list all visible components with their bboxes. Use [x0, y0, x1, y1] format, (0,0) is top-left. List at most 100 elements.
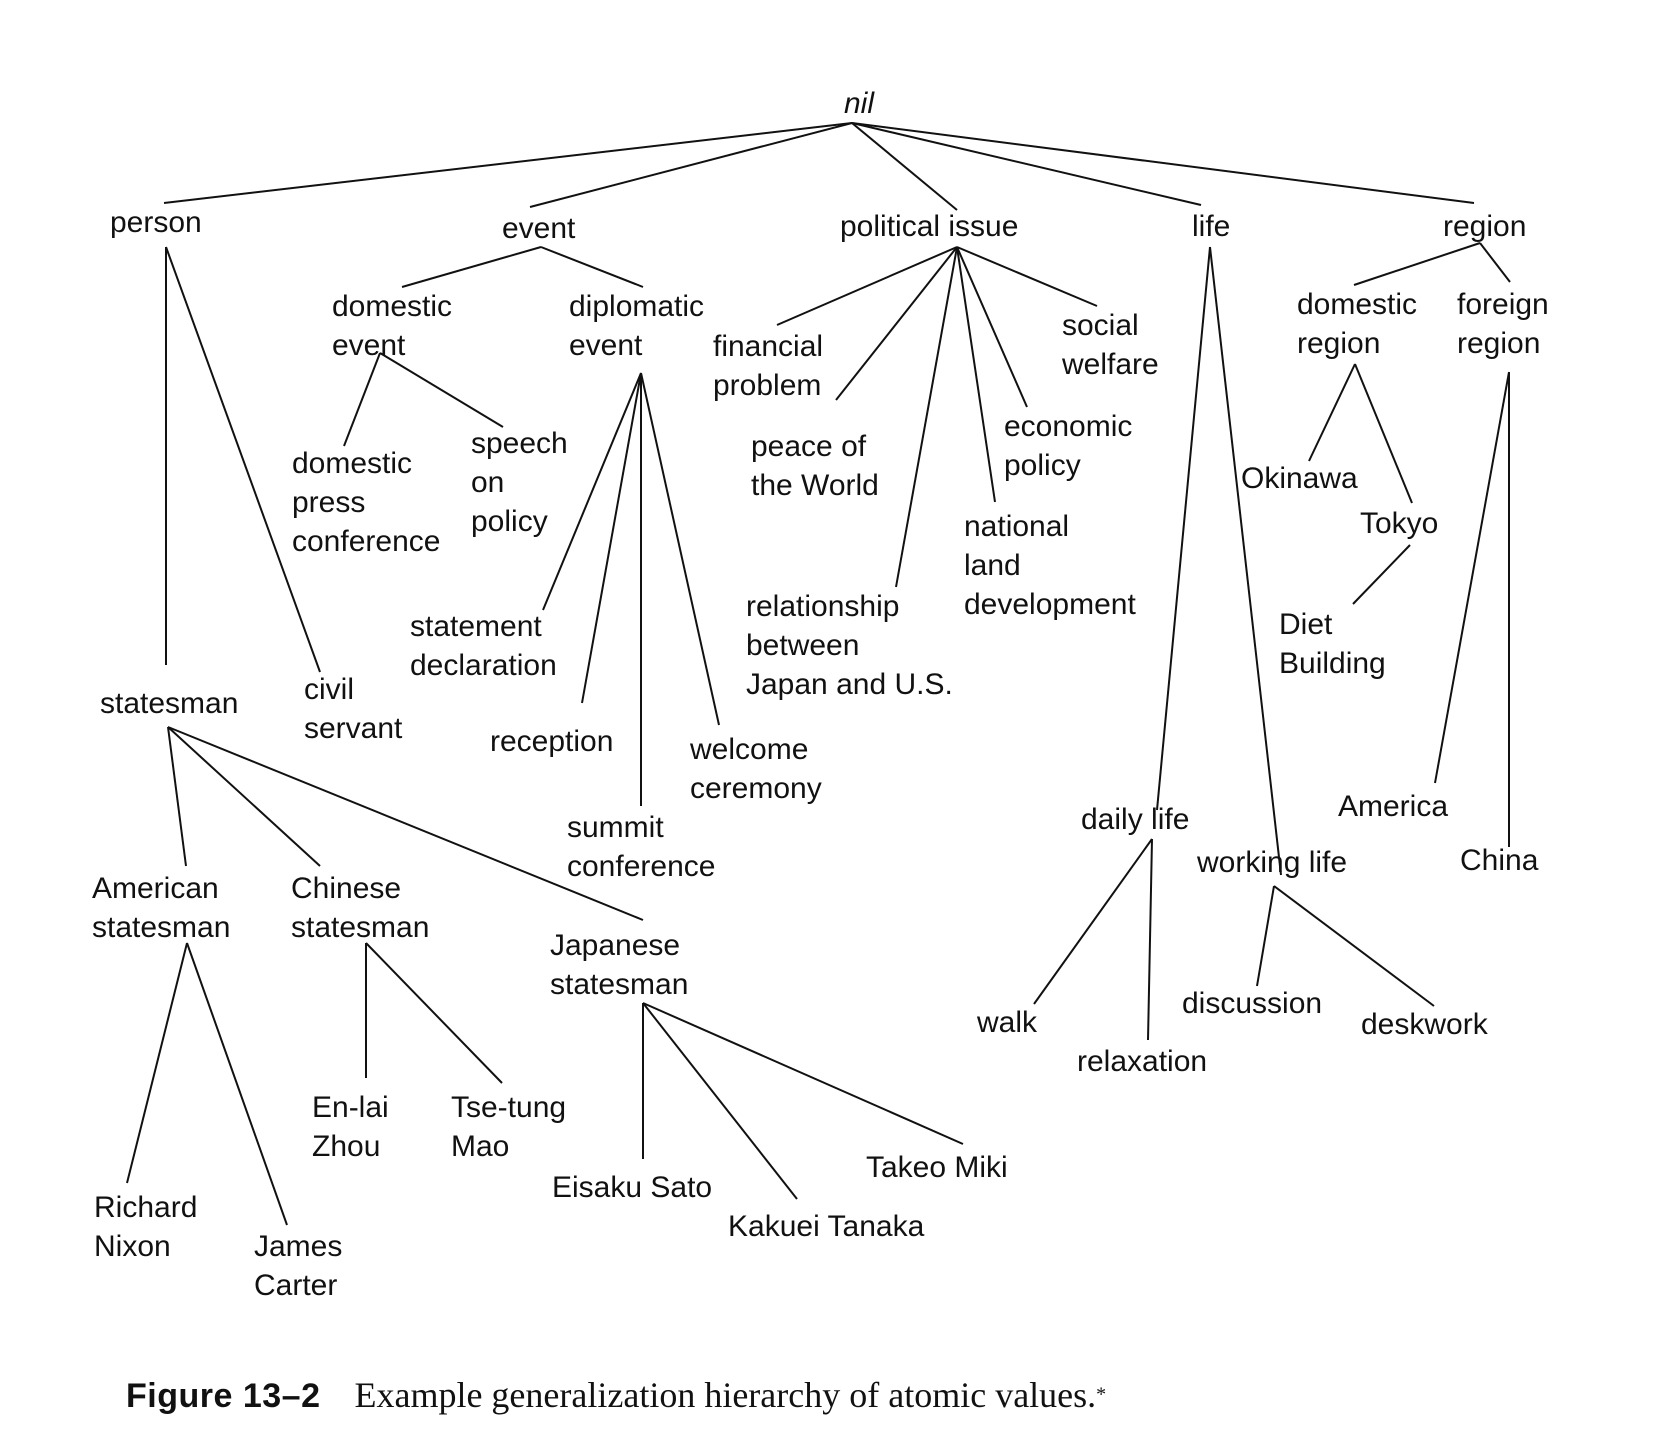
node-tse-tung-mao-line: Mao	[451, 1130, 509, 1163]
node-foreign-region-line: foreign	[1457, 288, 1549, 321]
edge-nil-to-person	[163, 122, 853, 204]
node-america-line: America	[1338, 790, 1448, 823]
node-walk: walk	[976, 1006, 1038, 1039]
node-james-carter-line: James	[254, 1230, 342, 1263]
caption-footnote-mark: *	[1096, 1383, 1107, 1406]
edge-region-to-domestic-region	[1353, 242, 1481, 286]
edge-political-issue-to-financial-problem	[776, 246, 958, 326]
edge-american-statesman-to-richard-nixon	[126, 942, 188, 1184]
node-statement-declaration-line: statement	[410, 610, 542, 643]
node-civil-servant-line: servant	[304, 712, 403, 745]
node-richard-nixon-line: Nixon	[94, 1230, 171, 1263]
node-okinawa-line: Okinawa	[1241, 462, 1358, 495]
node-kakuei-tanaka-line: Kakuei Tanaka	[728, 1210, 925, 1243]
node-tse-tung-mao-line: Tse-tung	[451, 1091, 566, 1124]
edge-working-life-to-discussion	[1256, 885, 1275, 987]
node-statement-declaration: statement declaration	[410, 610, 557, 682]
edge-japanese-statesman-to-kakuei-tanaka	[642, 1002, 798, 1200]
node-domestic-press-conference-line: domestic	[292, 447, 412, 480]
node-event: event	[502, 212, 576, 245]
edge-nil-to-event	[529, 122, 853, 208]
edge-political-issue-to-peace-of-the-world	[835, 246, 958, 401]
node-relationship-japan-us-line: Japan and U.S.	[746, 668, 953, 701]
node-economic-policy-line: policy	[1004, 449, 1081, 482]
node-domestic-event-line: domestic	[332, 290, 452, 323]
edge-region-to-foreign-region	[1479, 242, 1511, 283]
node-china: China	[1460, 844, 1539, 877]
node-richard-nixon-line: Richard	[94, 1191, 197, 1224]
node-kakuei-tanaka: Kakuei Tanaka	[728, 1210, 925, 1243]
node-foreign-region-line: region	[1457, 327, 1540, 360]
edge-japanese-statesman-to-takeo-miki	[642, 1002, 964, 1145]
node-life: life	[1192, 210, 1230, 243]
node-eisaku-sato: Eisaku Sato	[552, 1171, 712, 1204]
edge-american-statesman-to-james-carter	[186, 942, 288, 1226]
node-domestic-press-conference-line: press	[292, 486, 365, 519]
node-political-issue: political issue	[840, 210, 1018, 243]
edge-domestic-event-to-domestic-press-conference	[343, 352, 381, 447]
edge-person-to-civil-servant	[165, 246, 321, 673]
edge-political-issue-to-economic-policy	[956, 246, 1028, 408]
node-financial-problem-line: problem	[713, 369, 821, 402]
node-eisaku-sato-line: Eisaku Sato	[552, 1171, 712, 1204]
node-welcome-ceremony-line: welcome	[689, 733, 808, 766]
edge-political-issue-to-relationship-japan-us	[895, 246, 958, 588]
node-relationship-japan-us-line: relationship	[746, 590, 899, 623]
node-american-statesman-line: statesman	[92, 911, 230, 944]
node-discussion-line: discussion	[1182, 987, 1322, 1020]
node-domestic-event-line: event	[332, 329, 406, 362]
node-chinese-statesman-line: Chinese	[291, 872, 401, 905]
edge-domestic-region-to-okinawa	[1308, 363, 1356, 462]
node-diet-building-line: Building	[1279, 647, 1386, 680]
node-foreign-region: foreign region	[1457, 288, 1549, 360]
node-american-statesman-line: American	[92, 872, 219, 905]
node-national-land-development-line: land	[964, 549, 1021, 582]
node-relationship-japan-us-line: between	[746, 629, 859, 662]
node-china-line: China	[1460, 844, 1539, 877]
edge-tokyo-to-diet-building	[1352, 544, 1411, 605]
node-welcome-ceremony-line: ceremony	[690, 772, 822, 805]
node-american-statesman: American statesman	[92, 872, 230, 944]
node-civil-servant: civil servant	[304, 673, 403, 745]
node-en-lai-zhou-line: En-lai	[312, 1091, 389, 1124]
node-statement-declaration-line: declaration	[410, 649, 557, 682]
edge-chinese-statesman-to-tse-tung-mao	[365, 942, 503, 1084]
edge-nil-to-political-issue	[851, 122, 958, 211]
node-domestic-event: domestic event	[332, 290, 452, 362]
node-walk-line: walk	[976, 1006, 1038, 1039]
edge-nil-to-life	[851, 122, 1202, 206]
edge-political-issue-to-social-welfare	[956, 246, 1098, 307]
node-reception-line: reception	[490, 725, 613, 758]
node-statesman-line: statesman	[100, 687, 238, 720]
node-takeo-miki: Takeo Miki	[866, 1151, 1008, 1184]
node-tokyo-line: Tokyo	[1360, 507, 1438, 540]
node-social-welfare-line: welfare	[1061, 348, 1159, 381]
node-reception: reception	[490, 725, 613, 758]
node-life-line: life	[1192, 210, 1230, 243]
node-working-life: working life	[1196, 846, 1347, 879]
node-nil-line: nil	[844, 87, 875, 120]
node-speech-on-policy-line: policy	[471, 505, 548, 538]
node-okinawa: Okinawa	[1241, 462, 1358, 495]
edge-event-to-domestic-event	[401, 246, 542, 288]
node-en-lai-zhou-line: Zhou	[312, 1130, 380, 1163]
diagram-edges	[126, 122, 1511, 1226]
edge-statesman-to-chinese-statesman	[167, 726, 321, 867]
node-diet-building-line: Diet	[1279, 608, 1333, 641]
node-speech-on-policy-line: speech	[471, 427, 568, 460]
node-takeo-miki-line: Takeo Miki	[866, 1151, 1008, 1184]
node-civil-servant-line: civil	[304, 673, 354, 706]
